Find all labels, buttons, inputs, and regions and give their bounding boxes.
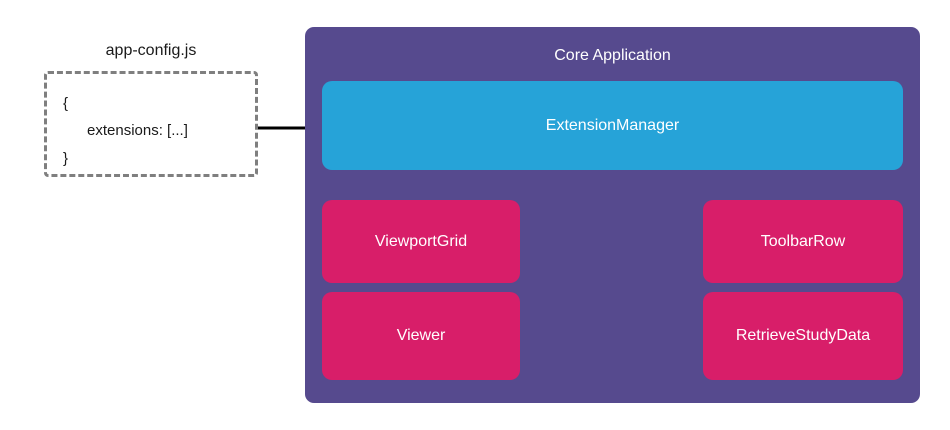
config-brace-close: } [63, 150, 69, 167]
config-file-title: app-config.js [105, 42, 197, 59]
config-brace-open: { [63, 95, 69, 112]
node-viewer[interactable]: Viewer [322, 292, 520, 380]
node-toolbar-row[interactable]: ToolbarRow [703, 200, 903, 283]
node-viewport-grid[interactable]: ViewportGrid [322, 200, 520, 283]
node-retrieve-study-data[interactable]: RetrieveStudyData [703, 292, 903, 380]
node-extension-manager[interactable]: ExtensionManager [322, 81, 903, 170]
config-file-box[interactable]: { extensions: [...] } [44, 71, 258, 177]
core-application-title: Core Application [554, 47, 671, 64]
config-extensions-entry: extensions: [...] [87, 122, 188, 139]
